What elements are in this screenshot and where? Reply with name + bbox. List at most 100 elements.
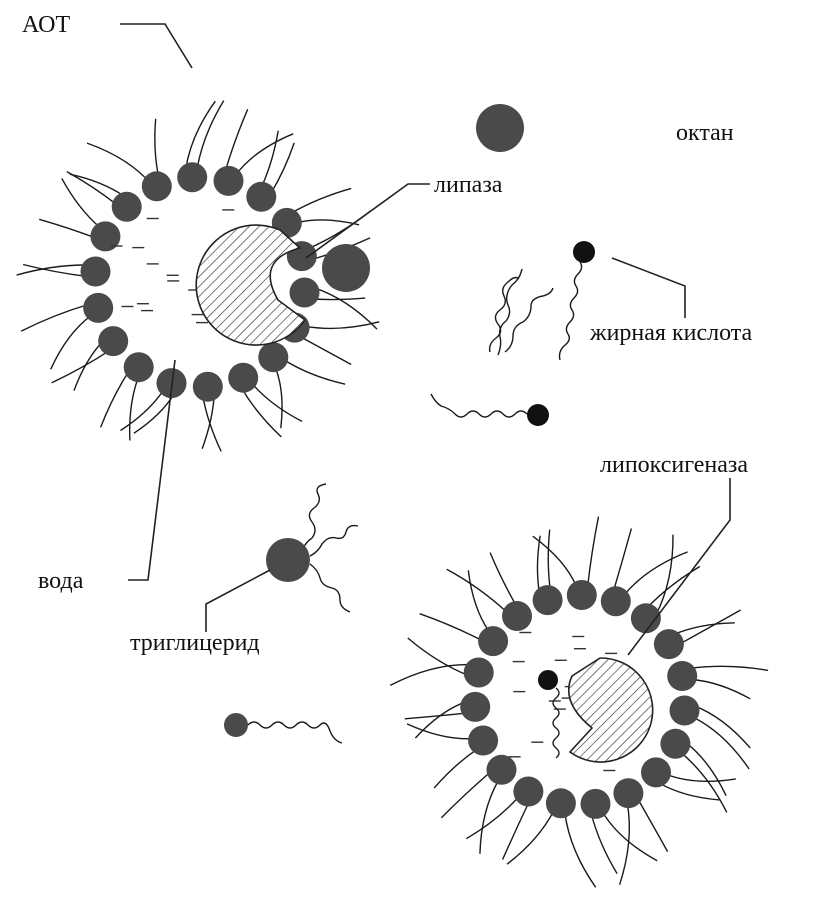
surfactant-tail bbox=[434, 749, 477, 788]
surfactant-tail bbox=[300, 337, 351, 365]
surfactant-head bbox=[460, 692, 490, 722]
surfactant-head bbox=[654, 629, 684, 659]
surfactant-tail bbox=[101, 371, 129, 427]
surfactant-tail bbox=[694, 706, 750, 748]
surfactant-head bbox=[581, 789, 611, 819]
surfactant-head bbox=[90, 221, 120, 251]
surfactant-tail bbox=[87, 143, 148, 180]
surfactant-head bbox=[487, 755, 517, 785]
surfactant-tail bbox=[441, 771, 491, 817]
surfactant-tail bbox=[647, 567, 700, 608]
surfactant-tail bbox=[490, 553, 516, 606]
surfactant-tail bbox=[503, 802, 529, 860]
surfactant-head bbox=[214, 166, 244, 196]
surfactant-tail bbox=[588, 517, 599, 587]
surfactant-tail bbox=[614, 529, 632, 592]
lipase-leader bbox=[306, 184, 430, 258]
surfactant-tail bbox=[420, 614, 483, 641]
surfactant-tail bbox=[314, 288, 377, 329]
lipase-enzyme bbox=[196, 225, 305, 345]
surfactant-tail bbox=[692, 680, 750, 699]
surfactant-head bbox=[98, 326, 128, 356]
surfactant-head bbox=[670, 696, 700, 726]
aot-label: АОТ bbox=[22, 12, 70, 38]
surfactant-head bbox=[193, 372, 223, 402]
fatty-acid-leader bbox=[612, 258, 685, 318]
surfactant-head bbox=[513, 777, 543, 807]
surfactant-head bbox=[546, 788, 576, 818]
surfactant-tail bbox=[480, 780, 499, 854]
surfactant-head bbox=[660, 729, 690, 759]
surfactant-tail bbox=[291, 188, 351, 213]
surfactant-tail bbox=[252, 384, 302, 422]
surfactant-tail bbox=[679, 610, 740, 644]
surfactant-head bbox=[177, 162, 207, 192]
surfactant-tail bbox=[656, 535, 673, 615]
free-triglyceride bbox=[266, 484, 358, 612]
surfactant-tail bbox=[693, 717, 749, 769]
surfactant-tail bbox=[666, 774, 735, 781]
surfactant-tail bbox=[74, 341, 103, 390]
surfactant-head bbox=[290, 278, 320, 308]
fatty-acid-label: жирная кислота bbox=[589, 320, 753, 346]
surfactant-tail bbox=[309, 211, 371, 248]
surfactant-tail bbox=[121, 390, 164, 431]
octane-label: октан bbox=[676, 120, 734, 146]
free-aot-molecule bbox=[476, 104, 553, 355]
surfactant-tail bbox=[62, 178, 100, 227]
surfactant-tail bbox=[548, 530, 550, 590]
surfactant-tail bbox=[203, 396, 221, 452]
surfactant-head bbox=[601, 586, 631, 616]
surfactant-head bbox=[142, 171, 172, 201]
triglyceride-leader bbox=[206, 570, 270, 632]
micelle-with-lipoxygenase bbox=[390, 517, 768, 888]
surfactant-tail bbox=[620, 804, 630, 885]
surfactant-tail bbox=[225, 109, 247, 171]
surfactant-tail bbox=[537, 536, 540, 594]
surfactant-tail bbox=[51, 316, 91, 370]
surfactant-tail bbox=[591, 814, 617, 874]
surfactant-tail bbox=[638, 798, 668, 851]
surfactant-tail bbox=[197, 101, 224, 168]
surfactant-tail bbox=[565, 813, 596, 887]
surfactant-tail bbox=[690, 666, 769, 670]
surfactant-head bbox=[81, 257, 111, 287]
surfactant-tail bbox=[408, 638, 469, 676]
surfactant-tail bbox=[468, 570, 489, 631]
surfactant-tail bbox=[305, 322, 379, 329]
surfactant-tail bbox=[284, 360, 346, 385]
surfactant-head bbox=[533, 585, 563, 615]
bound-fatty-acid-head bbox=[538, 670, 558, 690]
surfactant-head bbox=[228, 363, 258, 393]
surfactant-tail bbox=[507, 811, 554, 864]
surfactant-head bbox=[613, 778, 643, 808]
water-label: вода bbox=[38, 568, 84, 594]
surfactant-tail bbox=[262, 131, 278, 186]
surfactant-tail bbox=[39, 219, 95, 237]
lipoxygenase-enzyme bbox=[569, 658, 653, 762]
lipoxygenase-label: липоксигеназа bbox=[600, 452, 748, 478]
surfactant-tail bbox=[466, 796, 519, 838]
surfactant-tail bbox=[186, 101, 216, 169]
surfactant-tail bbox=[297, 220, 359, 225]
surfactant-head bbox=[468, 726, 498, 756]
surfactant-tail bbox=[390, 665, 471, 686]
free-aot-small bbox=[224, 713, 342, 743]
surfactant-head bbox=[112, 192, 142, 222]
surfactant-head bbox=[667, 661, 697, 691]
aot-leader bbox=[120, 24, 192, 68]
surfactant-head bbox=[124, 352, 154, 382]
surfactant-tail bbox=[17, 265, 88, 275]
triglyceride-label: триглицерид bbox=[130, 630, 260, 656]
bound-fatty-acid-tail bbox=[553, 688, 559, 758]
fatty-acid-2 bbox=[431, 394, 549, 426]
surfactant-tail bbox=[275, 368, 282, 429]
triglyceride-near-lipase bbox=[322, 244, 370, 292]
surfactant-head bbox=[502, 601, 532, 631]
lipase-label: липаза bbox=[434, 172, 503, 198]
surfactant-head bbox=[246, 182, 276, 212]
surfactant-tail bbox=[155, 119, 159, 176]
surfactant-head bbox=[258, 342, 288, 372]
surfactant-tail bbox=[673, 623, 735, 635]
